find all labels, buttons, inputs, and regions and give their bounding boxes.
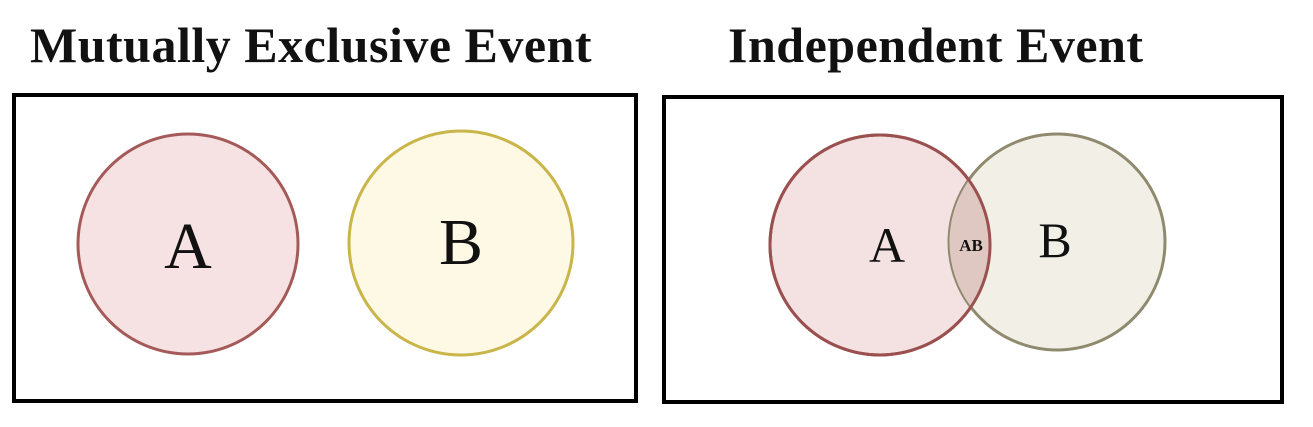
right-circle-b-label: B <box>1038 212 1071 268</box>
left-circle-b <box>347 129 575 357</box>
right-circle-a-label: A <box>869 217 905 273</box>
overlap-label-ab: AB <box>959 236 983 255</box>
right-circle-a-outline <box>768 133 992 357</box>
overlap-region-ab <box>948 135 990 351</box>
independent-event-title: Independent Event <box>728 17 1144 73</box>
left-circle-b-label: B <box>439 206 483 279</box>
left-circle-a-label: A <box>164 210 212 283</box>
left-circle-a <box>76 132 300 356</box>
mutually-exclusive-title: Mutually Exclusive Event <box>30 17 593 73</box>
